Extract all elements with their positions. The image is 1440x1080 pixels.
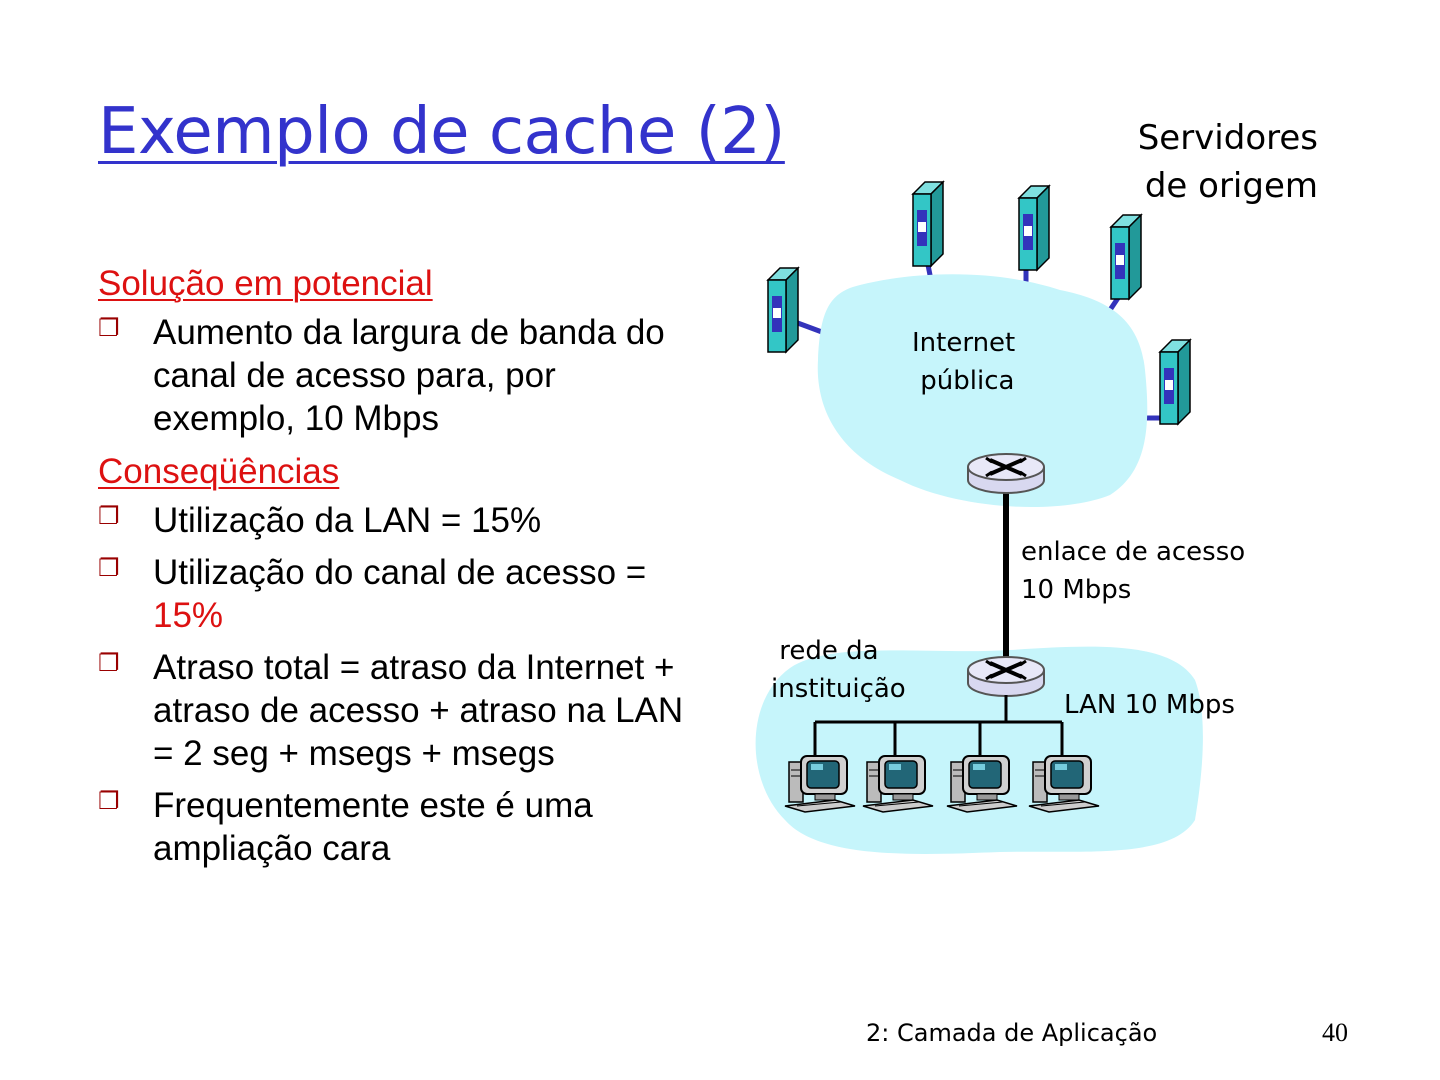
- public-internet-label: Internet pública: [912, 324, 1015, 400]
- footer-chapter: 2: Camada de Aplicação: [866, 1016, 1157, 1050]
- server-icon: [1160, 340, 1190, 424]
- server-icon: [913, 182, 943, 266]
- institution-network-label: rede da instituição: [771, 632, 906, 708]
- lan-speed-label: LAN 10 Mbps: [1064, 686, 1235, 724]
- server-icon: [1019, 186, 1049, 270]
- page-number: 40: [1322, 1016, 1348, 1050]
- server-icon: [1111, 215, 1141, 299]
- origin-servers-label: Servidores de origem: [1138, 114, 1318, 210]
- server-icon: [768, 268, 798, 352]
- router-icon: [968, 657, 1044, 696]
- router-icon: [968, 454, 1044, 493]
- access-link-label: enlace de acesso 10 Mbps: [1021, 533, 1245, 609]
